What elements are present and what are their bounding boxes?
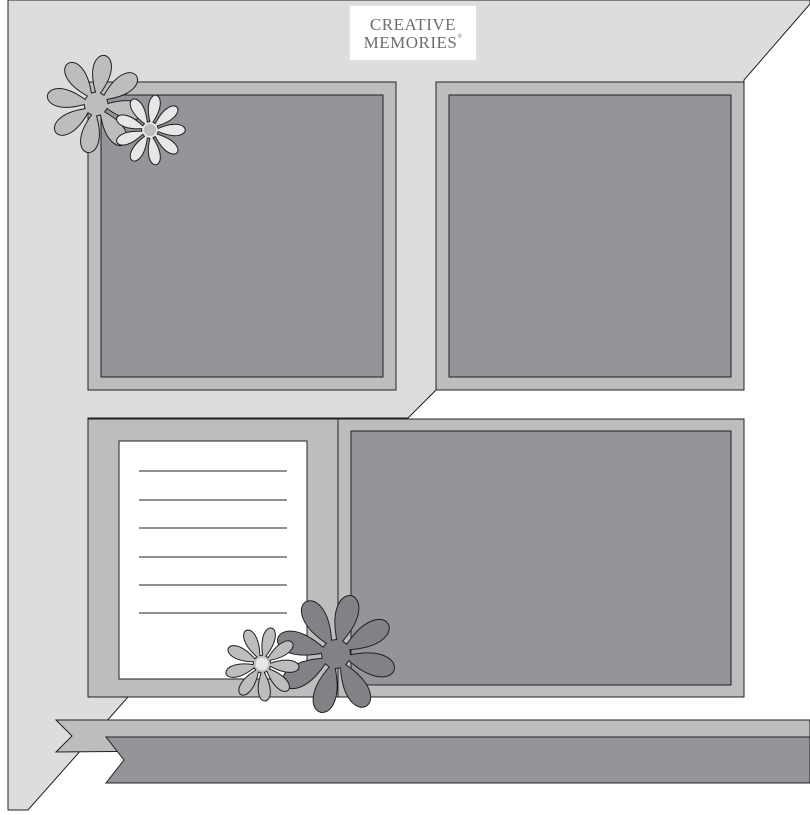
photo-slot-top-right	[449, 95, 731, 377]
brand-line-1: CREATIVE	[370, 16, 456, 33]
flower-small-bottom-center	[256, 658, 269, 671]
flower-small-top-left-center	[144, 124, 156, 136]
registered-mark: ®	[457, 34, 462, 40]
brand-logo: CREATIVE MEMORIES®	[349, 5, 477, 61]
photo-slot-bottom-right	[351, 431, 731, 685]
brand-line-2: MEMORIES®	[364, 34, 463, 51]
brand-line-2-text: MEMORIES	[364, 33, 458, 52]
ribbon-front	[106, 737, 810, 783]
